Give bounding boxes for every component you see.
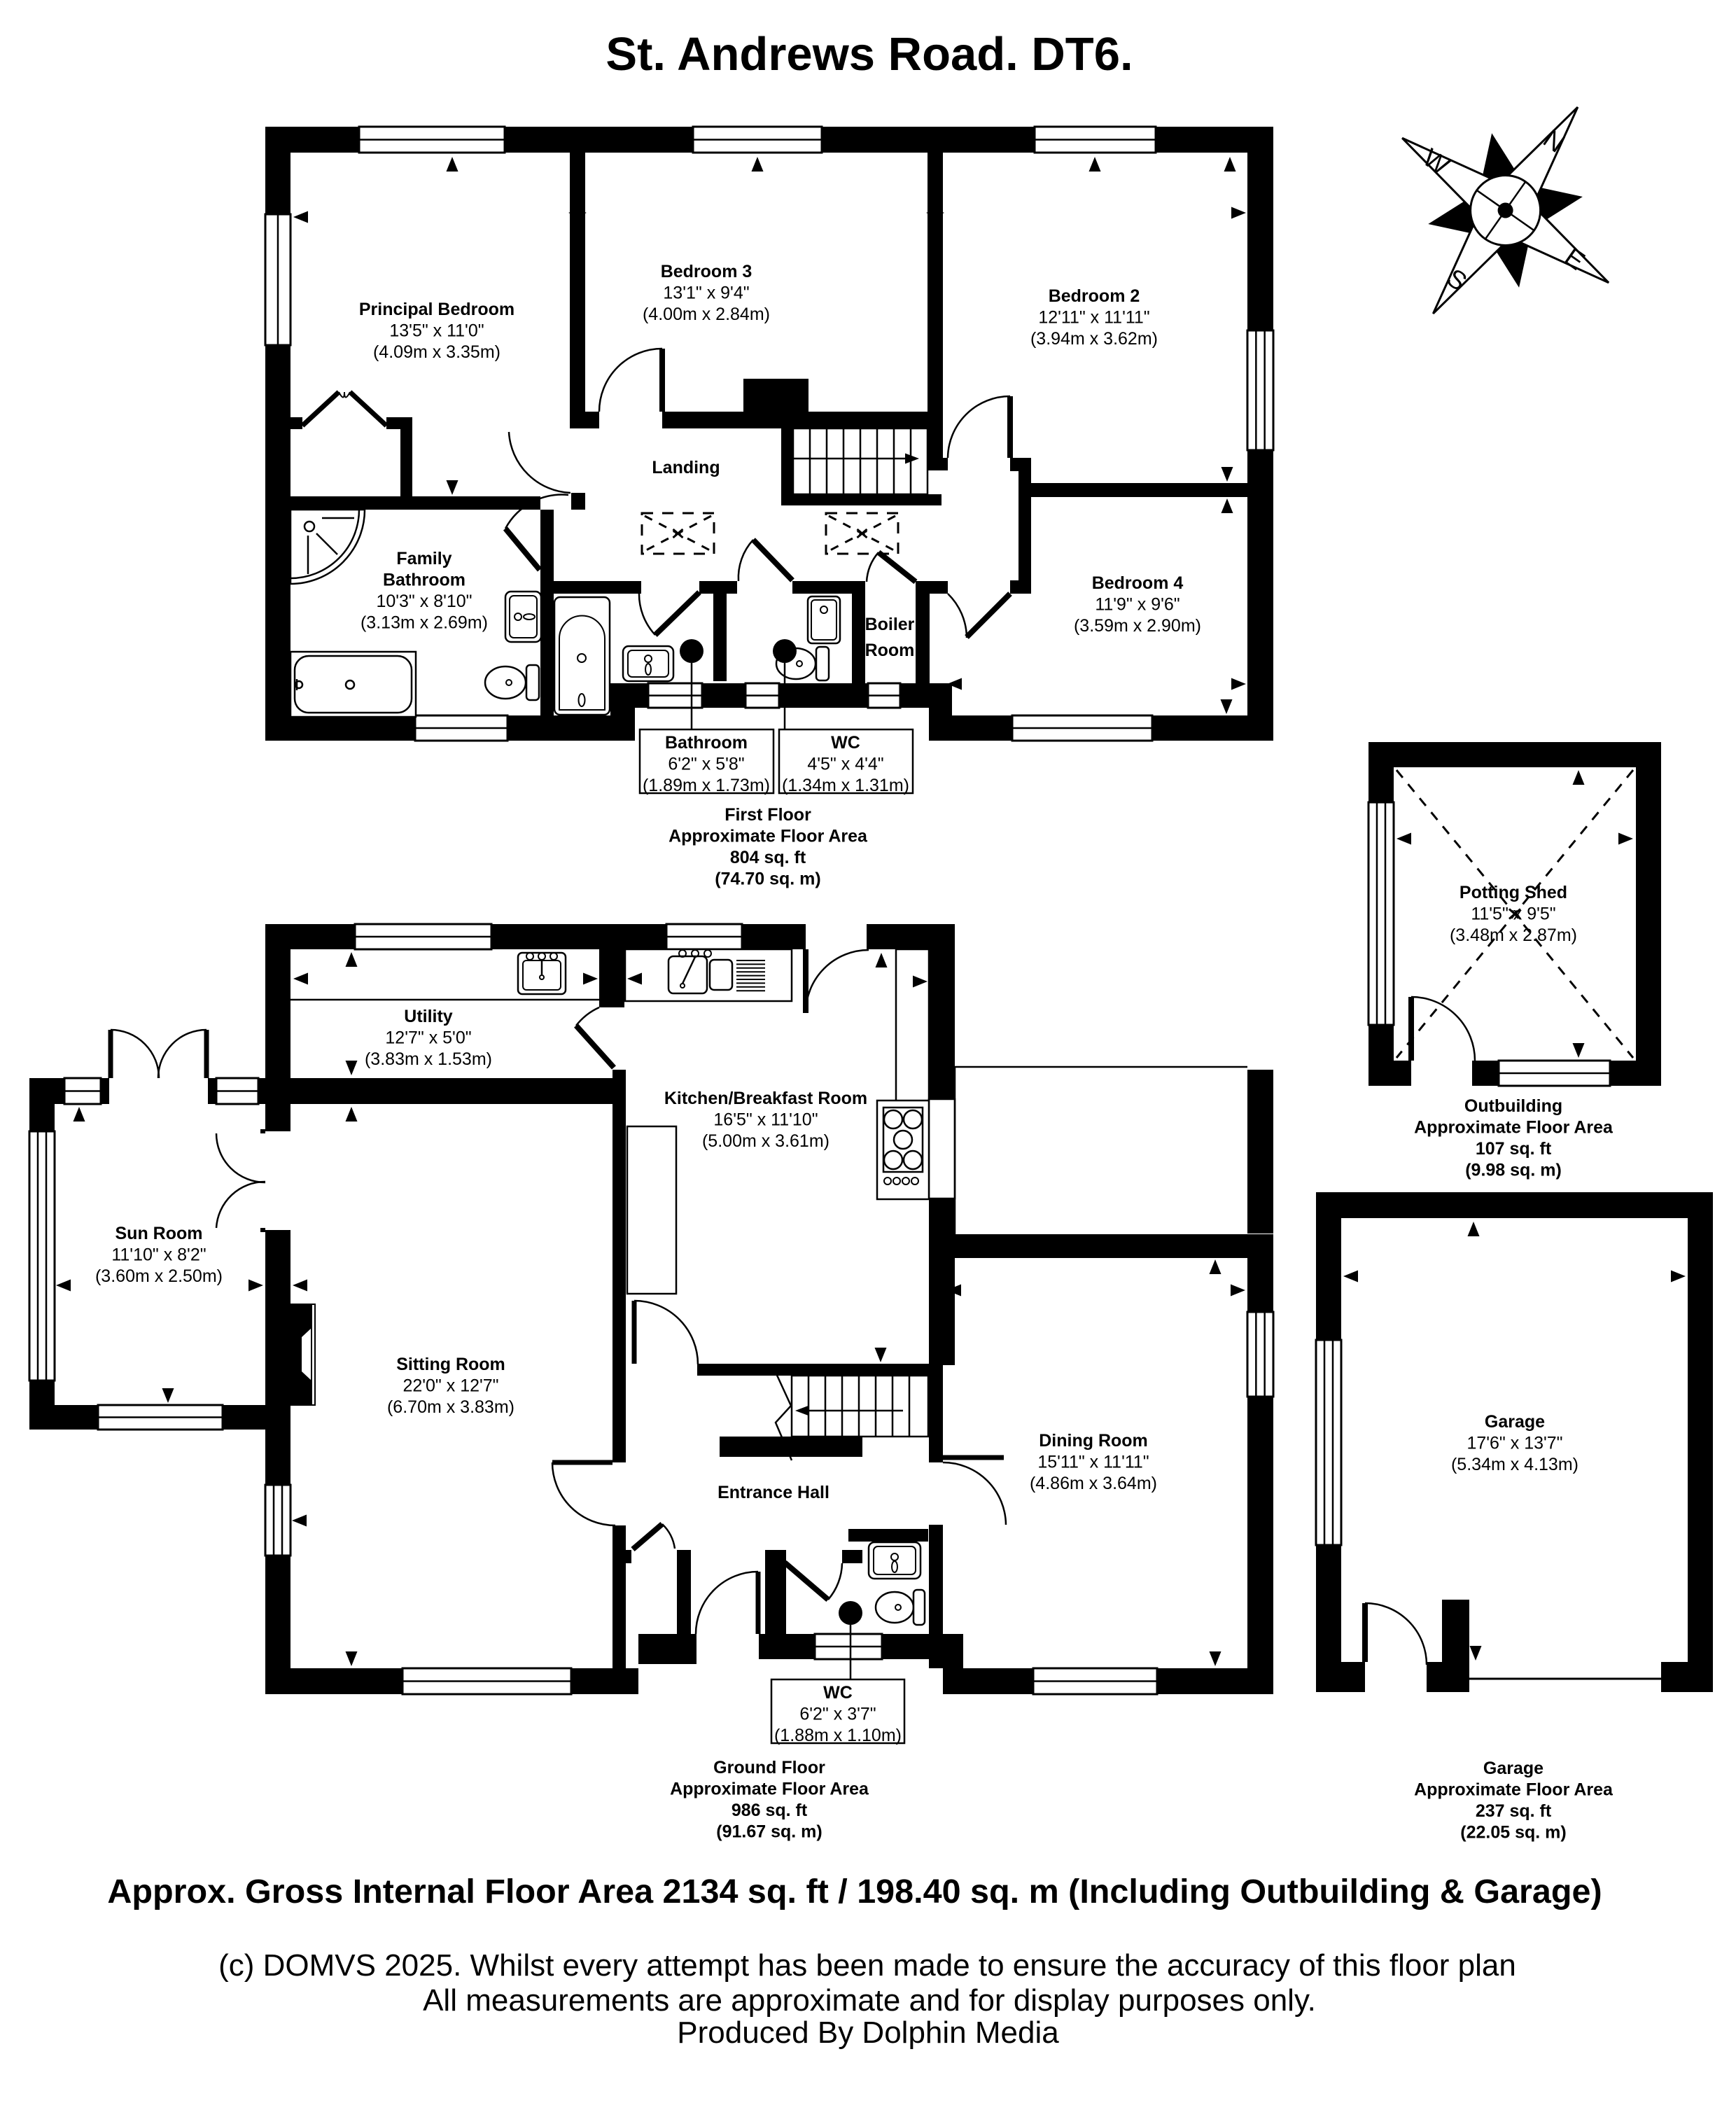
svg-text:10'3" x 8'10": 10'3" x 8'10" bbox=[376, 592, 472, 611]
svg-text:237 sq. ft: 237 sq. ft bbox=[1476, 1801, 1552, 1821]
svg-text:Garage: Garage bbox=[1485, 1412, 1545, 1432]
svg-text:11'5" x 9'5": 11'5" x 9'5" bbox=[1471, 904, 1555, 923]
svg-text:Bathroom: Bathroom bbox=[383, 570, 465, 589]
svg-text:13'1" x 9'4": 13'1" x 9'4" bbox=[663, 283, 749, 302]
svg-text:(22.05 sq. m): (22.05 sq. m) bbox=[1460, 1822, 1566, 1842]
svg-text:4'5" x 4'4": 4'5" x 4'4" bbox=[807, 754, 883, 774]
svg-text:(3.60m x 2.50m): (3.60m x 2.50m) bbox=[95, 1266, 223, 1286]
svg-text:Garage: Garage bbox=[1483, 1759, 1544, 1778]
svg-text:Dining Room: Dining Room bbox=[1039, 1431, 1148, 1451]
svg-text:16'5" x 11'10": 16'5" x 11'10" bbox=[713, 1110, 818, 1129]
svg-text:13'5" x 11'0": 13'5" x 11'0" bbox=[389, 321, 484, 340]
svg-text:(3.83m x 1.53m): (3.83m x 1.53m) bbox=[365, 1049, 492, 1069]
svg-text:6'2" x 3'7": 6'2" x 3'7" bbox=[799, 1704, 876, 1724]
svg-text:(1.88m x 1.10m): (1.88m x 1.10m) bbox=[774, 1726, 902, 1745]
svg-text:Bathroom: Bathroom bbox=[665, 733, 748, 753]
svg-text:15'11" x 11'11": 15'11" x 11'11" bbox=[1037, 1452, 1149, 1472]
svg-text:Family: Family bbox=[396, 549, 451, 568]
svg-text:804 sq. ft: 804 sq. ft bbox=[730, 848, 806, 867]
svg-text:St. Andrews Road. DT6.: St. Andrews Road. DT6. bbox=[606, 28, 1133, 81]
svg-text:Bedroom 4: Bedroom 4 bbox=[1092, 573, 1184, 593]
svg-text:Boiler: Boiler bbox=[865, 615, 915, 634]
svg-text:Approximate Floor Area: Approximate Floor Area bbox=[1414, 1780, 1614, 1799]
svg-text:All measurements are approxima: All measurements are approximate and for… bbox=[423, 1983, 1316, 2018]
svg-text:Bedroom 3: Bedroom 3 bbox=[661, 262, 752, 281]
svg-text:11'10" x 8'2": 11'10" x 8'2" bbox=[111, 1245, 206, 1264]
svg-text:(3.59m x 2.90m): (3.59m x 2.90m) bbox=[1074, 616, 1201, 636]
svg-text:(c) DOMVS 2025. Whilst every a: (c) DOMVS 2025. Whilst every attempt has… bbox=[218, 1948, 1516, 1983]
svg-text:(3.48m x 2.87m): (3.48m x 2.87m) bbox=[1450, 925, 1577, 945]
svg-text:Potting Shed: Potting Shed bbox=[1460, 883, 1567, 902]
svg-text:Outbuilding: Outbuilding bbox=[1464, 1096, 1562, 1116]
svg-text:Approximate Floor Area: Approximate Floor Area bbox=[670, 1779, 869, 1798]
svg-text:(4.86m x 3.64m): (4.86m x 3.64m) bbox=[1030, 1474, 1157, 1493]
svg-text:(74.70 sq. m): (74.70 sq. m) bbox=[715, 869, 820, 888]
svg-text:Principal Bedroom: Principal Bedroom bbox=[359, 300, 514, 319]
svg-text:Utility: Utility bbox=[404, 1007, 453, 1026]
svg-text:Landing: Landing bbox=[652, 458, 720, 477]
svg-text:Ground Floor: Ground Floor bbox=[713, 1758, 825, 1777]
svg-text:(4.09m x 3.35m): (4.09m x 3.35m) bbox=[373, 342, 500, 362]
svg-text:Produced By Dolphin Media: Produced By Dolphin Media bbox=[677, 2015, 1059, 2050]
svg-text:12'7" x 5'0": 12'7" x 5'0" bbox=[385, 1028, 471, 1047]
svg-text:22'0" x 12'7": 22'0" x 12'7" bbox=[402, 1376, 498, 1395]
svg-text:Kitchen/Breakfast Room: Kitchen/Breakfast Room bbox=[664, 1089, 867, 1108]
svg-text:(91.67 sq. m): (91.67 sq. m) bbox=[716, 1822, 822, 1841]
svg-text:Sitting Room: Sitting Room bbox=[396, 1355, 505, 1374]
svg-text:(5.00m x 3.61m): (5.00m x 3.61m) bbox=[702, 1131, 830, 1151]
svg-text:WC: WC bbox=[831, 733, 860, 753]
svg-text:(1.34m x 1.31m): (1.34m x 1.31m) bbox=[782, 776, 909, 795]
svg-text:(3.13m x 2.69m): (3.13m x 2.69m) bbox=[360, 613, 488, 632]
svg-text:Sun Room: Sun Room bbox=[115, 1224, 203, 1243]
svg-text:WC: WC bbox=[823, 1683, 853, 1703]
svg-text:11'9" x 9'6": 11'9" x 9'6" bbox=[1095, 594, 1180, 614]
svg-text:(4.00m x 2.84m): (4.00m x 2.84m) bbox=[643, 305, 770, 324]
svg-text:Bedroom 2: Bedroom 2 bbox=[1049, 286, 1140, 306]
svg-text:Room: Room bbox=[865, 641, 915, 660]
svg-text:(1.89m x 1.73m): (1.89m x 1.73m) bbox=[643, 776, 770, 795]
svg-text:Entrance Hall: Entrance Hall bbox=[718, 1483, 830, 1502]
svg-text:First Floor: First Floor bbox=[724, 805, 811, 825]
svg-text:(5.34m x 4.13m): (5.34m x 4.13m) bbox=[1451, 1455, 1578, 1474]
svg-text:Approximate Floor Area: Approximate Floor Area bbox=[1414, 1117, 1614, 1137]
svg-text:12'11" x 11'11": 12'11" x 11'11" bbox=[1038, 307, 1149, 327]
svg-text:(3.94m x 3.62m): (3.94m x 3.62m) bbox=[1030, 329, 1158, 349]
svg-text:107 sq. ft: 107 sq. ft bbox=[1476, 1139, 1552, 1159]
svg-text:986 sq. ft: 986 sq. ft bbox=[732, 1801, 808, 1820]
svg-text:(9.98 sq. m): (9.98 sq. m) bbox=[1465, 1160, 1562, 1180]
svg-text:6'2" x 5'8": 6'2" x 5'8" bbox=[668, 754, 744, 774]
svg-text:Approximate Floor Area: Approximate Floor Area bbox=[668, 826, 868, 846]
svg-text:(6.70m x 3.83m): (6.70m x 3.83m) bbox=[387, 1397, 514, 1417]
svg-text:17'6" x 13'7": 17'6" x 13'7" bbox=[1466, 1433, 1562, 1453]
svg-text:Approx. Gross Internal Floor A: Approx. Gross Internal Floor Area 2134 s… bbox=[107, 1873, 1602, 1910]
